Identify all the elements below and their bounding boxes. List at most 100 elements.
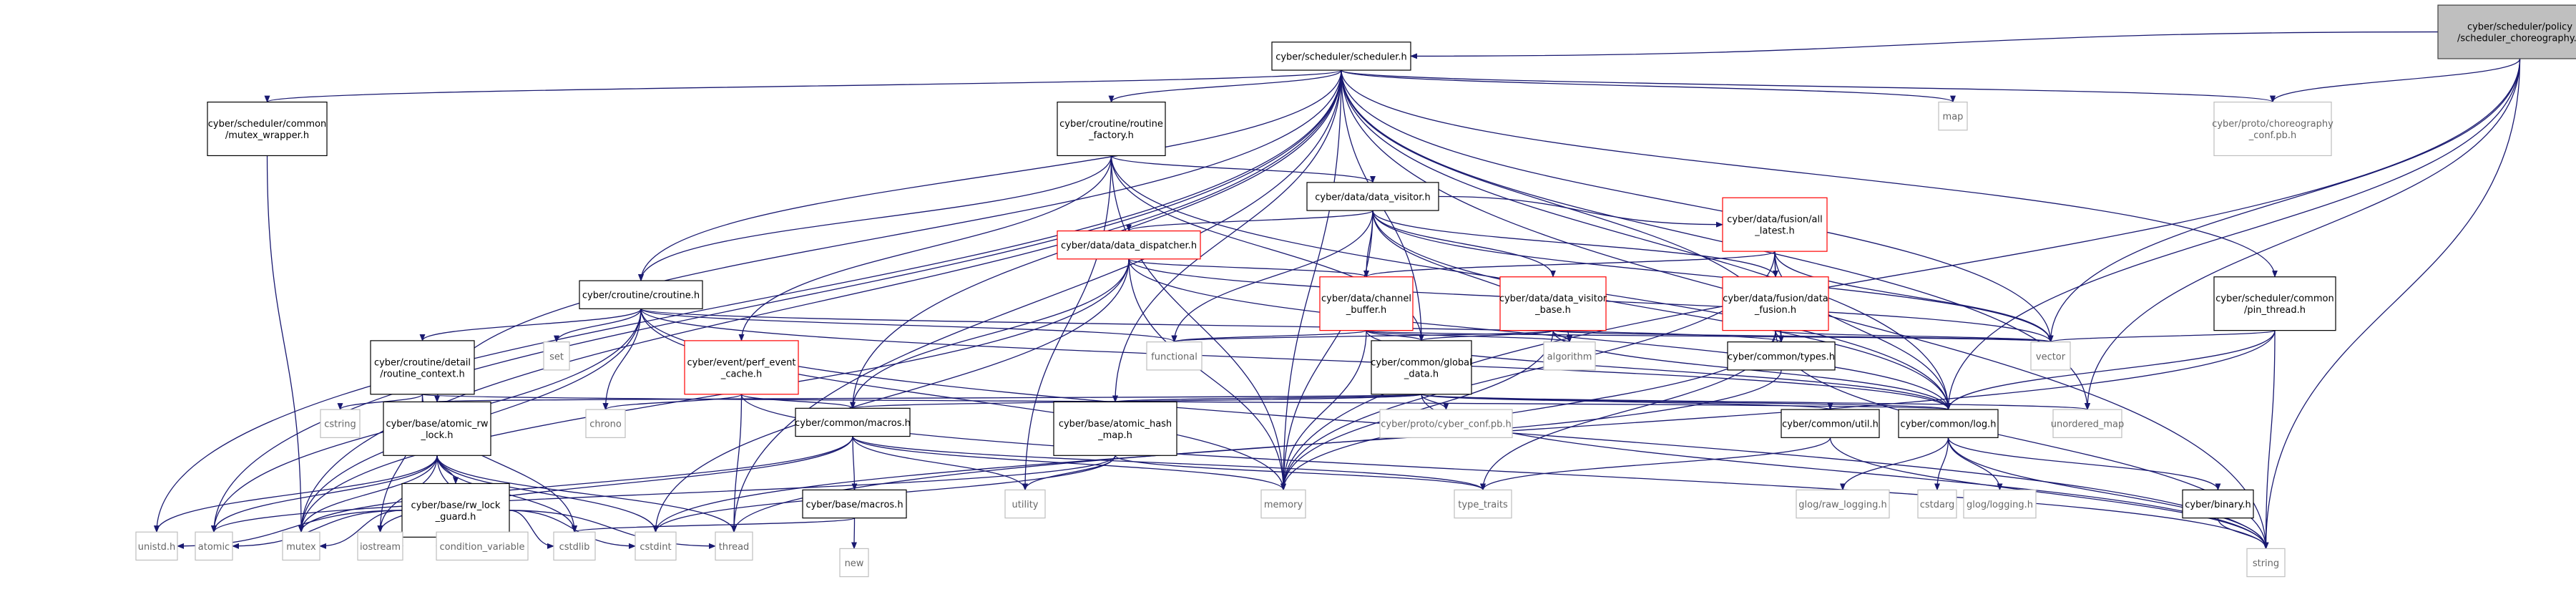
edge-data_fusion-to-memory: [1280, 330, 1776, 491]
node-box: [684, 340, 799, 395]
node-box: [370, 340, 475, 395]
node-glog_logging[interactable]: glog/logging.h: [1963, 489, 2037, 519]
node-label: cyber/scheduler/policy: [2467, 22, 2572, 33]
node-box: [795, 407, 911, 437]
node-memory[interactable]: memory: [1260, 489, 1306, 519]
node-set[interactable]: set: [543, 341, 570, 371]
node-cyber_conf[interactable]: cyber/proto/cyber_conf.pb.h: [1379, 409, 1513, 438]
edge-sched-to-unistd: [154, 70, 1342, 533]
node-utility[interactable]: utility: [1004, 489, 1046, 519]
node-label: set: [549, 351, 564, 362]
node-condition_variable[interactable]: condition_variable: [436, 531, 529, 561]
node-global_data[interactable]: cyber/common/global_data.h: [1371, 340, 1472, 395]
node-string[interactable]: string: [2246, 548, 2286, 578]
node-box: [1271, 42, 1411, 71]
node-atomic[interactable]: atomic: [195, 531, 233, 561]
node-algorithm[interactable]: algorithm: [1543, 341, 1596, 371]
node-root[interactable]: cyber/scheduler/policy/scheduler_choreog…: [2437, 4, 2576, 59]
node-box: [1781, 409, 1880, 438]
edge-routine_factory-to-data_visitor: [1110, 155, 1376, 183]
edge-croutine-to-set: [554, 309, 642, 343]
node-choreo_conf[interactable]: cyber/proto/choreography_conf.pb.h: [2212, 101, 2333, 157]
node-box: [635, 531, 677, 561]
node-atomic_hash[interactable]: cyber/base/atomic_hash_map.h: [1053, 401, 1177, 456]
node-perf_event[interactable]: cyber/event/perf_event_cache.h: [684, 340, 799, 395]
edge-data_visitor-to-memory: [1280, 210, 1373, 491]
node-channel_buffer[interactable]: cyber/data/channel_buffer.h: [1319, 276, 1414, 331]
node-new[interactable]: new: [839, 548, 869, 578]
node-iostream[interactable]: iostream: [357, 531, 403, 561]
node-box: [839, 548, 869, 578]
edge-atomic_rw-to-unistd: [154, 455, 438, 533]
node-label: unistd.h: [138, 542, 176, 553]
edge-channel_buffer-to-functional: [1171, 329, 1367, 343]
node-croutine[interactable]: cyber/croutine/croutine.h: [579, 280, 703, 309]
edge-croutine-to-chrono: [602, 309, 642, 411]
node-box: [2437, 4, 2576, 59]
node-thread[interactable]: thread: [715, 531, 753, 561]
node-routine_factory[interactable]: cyber/croutine/routine_factory.h: [1057, 101, 1166, 157]
node-box: [195, 531, 233, 561]
node-cstring[interactable]: cstring: [320, 409, 361, 438]
node-box: [802, 489, 907, 519]
node-types[interactable]: cyber/common/types.h: [1727, 341, 1836, 371]
node-all_latest[interactable]: cyber/data/fusion/all_latest.h: [1722, 197, 1828, 252]
edge-root-to-vector: [2047, 58, 2521, 343]
node-sched[interactable]: cyber/scheduler/scheduler.h: [1271, 42, 1411, 71]
edge-routine_factory-to-perf_event: [738, 155, 1112, 341]
node-box: [2030, 341, 2071, 371]
edge-croutine-to-functional: [640, 308, 1177, 343]
edge-perf_event-to-macros_common: [740, 394, 856, 409]
node-type_traits[interactable]: type_traits: [1454, 489, 1512, 519]
node-unordered_map[interactable]: unordered_map: [2051, 409, 2125, 438]
edge-croutine-to-routine_context: [419, 309, 642, 341]
node-macros_base[interactable]: cyber/base/macros.h: [802, 489, 907, 519]
node-label: chrono: [589, 419, 622, 430]
node-label: cstdint: [640, 542, 671, 553]
edge-sched-to-routine_factory: [1108, 69, 1342, 103]
node-raw_logging[interactable]: glog/raw_logging.h: [1796, 489, 1890, 519]
edge-macros_base-to-new: [851, 518, 858, 550]
node-unistd[interactable]: unistd.h: [135, 531, 178, 561]
node-label: cyber/base/macros.h: [805, 500, 903, 510]
edge-global_data-to-macros_common: [850, 394, 1422, 409]
node-pin_thread[interactable]: cyber/scheduler/common/pin_thread.h: [2213, 276, 2336, 331]
node-label: algorithm: [1547, 351, 1592, 362]
node-label: mutex: [286, 542, 316, 553]
node-atomic_rw[interactable]: cyber/base/atomic_rw_lock.h: [383, 401, 491, 456]
node-util[interactable]: cyber/common/util.h: [1781, 409, 1880, 438]
edge-macros_common-to-macros_base: [851, 436, 858, 491]
node-macros_common[interactable]: cyber/common/macros.h: [795, 407, 911, 437]
edge-sched-to-mutex: [298, 70, 1342, 533]
node-rw_lock_guard[interactable]: cyber/base/rw_lock_guard.h: [401, 482, 510, 538]
node-data_dispatcher[interactable]: cyber/data/data_dispatcher.h: [1057, 231, 1201, 260]
node-data_fusion[interactable]: cyber/data/fusion/data_fusion.h: [1722, 276, 1829, 331]
node-cstdlib[interactable]: cstdlib: [553, 531, 596, 561]
node-vector[interactable]: vector: [2030, 341, 2071, 371]
node-box: [2182, 489, 2254, 519]
node-functional[interactable]: functional: [1146, 341, 1203, 371]
node-log[interactable]: cyber/common/log.h: [1898, 409, 1999, 438]
edge-all_latest-to-vector: [1774, 251, 2054, 343]
node-mutex_wrapper[interactable]: cyber/scheduler/common/mutex_wrapper.h: [207, 101, 328, 157]
node-data_visitor[interactable]: cyber/data/data_visitor.h: [1306, 182, 1439, 211]
node-binary[interactable]: cyber/binary.h: [2182, 489, 2254, 519]
node-box: [2213, 276, 2336, 331]
node-chrono[interactable]: chrono: [585, 409, 626, 438]
node-cstdarg[interactable]: cstdarg: [1917, 489, 1957, 519]
node-map[interactable]: map: [1938, 101, 1968, 131]
edge-util-to-string: [1829, 437, 2269, 550]
node-mutex[interactable]: mutex: [282, 531, 320, 561]
node-label: cyber/base/rw_lock: [411, 500, 501, 511]
node-label: cyber/data/data_visitor.h: [1315, 192, 1431, 203]
node-routine_context[interactable]: cyber/croutine/detail/routine_context.h: [370, 340, 475, 395]
edge-sched-to-atomic_hash: [1112, 70, 1342, 403]
node-label: cyber/base/atomic_hash: [1059, 419, 1172, 430]
node-box: [1306, 182, 1439, 211]
node-box: [2213, 101, 2332, 157]
edge-log-to-glog_logging: [1947, 437, 2003, 491]
node-visitor_base[interactable]: cyber/data/data_visitor_base.h: [1499, 276, 1607, 331]
edge-sched-to-thread: [731, 70, 1342, 533]
node-cstdint[interactable]: cstdint: [635, 531, 677, 561]
